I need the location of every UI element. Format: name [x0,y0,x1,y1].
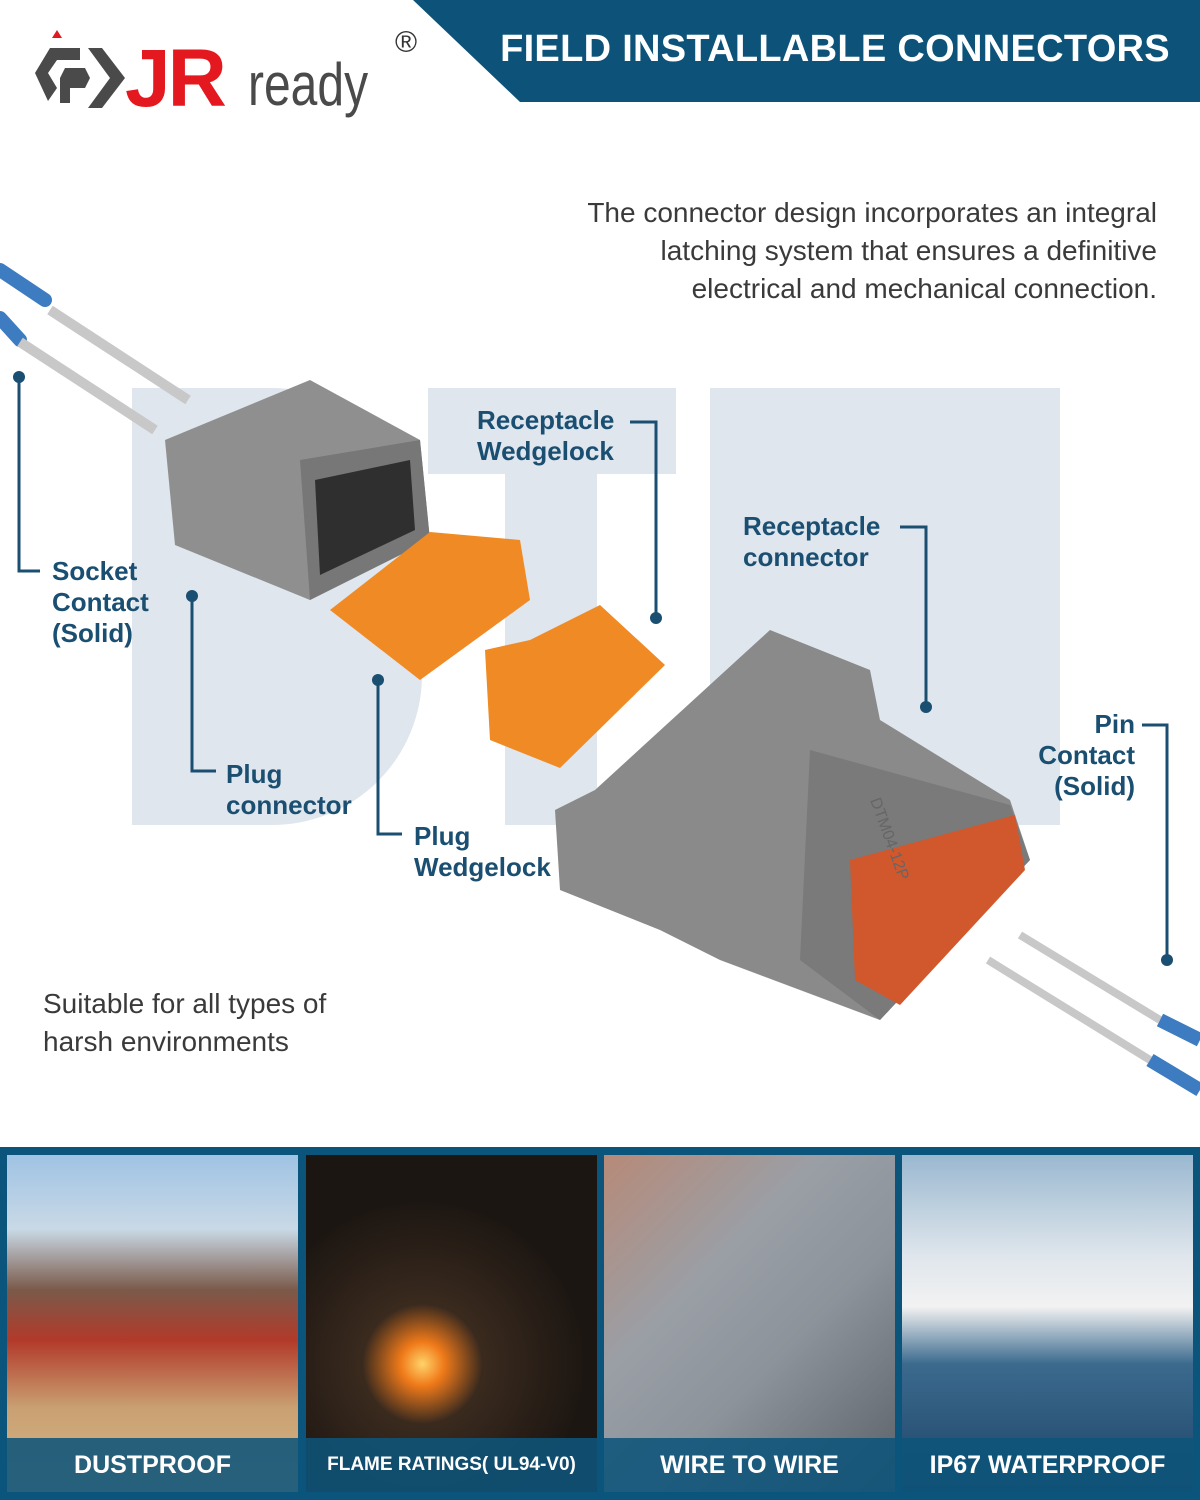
feature-panel-flame-rating: FLAME RATINGS( UL94-V0) [306,1155,597,1492]
brand-logo: JR ready ® [30,26,430,128]
label-receptacle-wedgelock: Receptacle Wedgelock [477,405,615,466]
plug-wedgelock [330,532,530,680]
logo-text-jr: JR [125,33,227,124]
label-receptacle-connector: Receptacle connector [743,511,881,572]
socket-contacts [0,263,191,435]
description: The connector design incorporates an int… [457,194,1157,308]
label-plug-wedgelock: Plug Wedgelock [414,821,551,882]
feature-label: IP67 WATERPROOF [902,1438,1193,1492]
registered-mark: ® [395,26,418,59]
banner-title: FIELD INSTALLABLE CONNECTORS [500,28,1170,70]
label-socket-contact: Socket Contact (Solid) [52,556,149,648]
leader-dots [13,371,1173,966]
label-pin-contact: Pin Contact (Solid) [1038,709,1135,801]
plug-connector [165,380,430,600]
feature-panel-dustproof: DUSTPROOF [7,1155,298,1492]
description-line: The connector design incorporates an int… [587,197,1157,228]
feature-label: FLAME RATINGS( UL94-V0) [306,1438,597,1492]
feature-panel-waterproof: IP67 WATERPROOF [902,1155,1193,1492]
logo-mark-icon [35,30,125,108]
description-line: latching system that ensures a definitiv… [660,235,1157,266]
description-line: electrical and mechanical connection. [691,273,1157,304]
receptacle-connector: DTM04-12P [555,630,1030,1020]
logo-text-ready: ready [248,51,369,118]
connector-illustration: DTM04-12P [0,263,1200,1097]
feature-label: WIRE TO WIRE [604,1438,895,1492]
pin-contacts [985,931,1200,1097]
feature-panel-wire-to-wire: WIRE TO WIRE [604,1155,895,1492]
leader-lines [17,377,1169,960]
label-plug-connector: Plug connector [226,759,352,820]
header-banner [413,0,1200,102]
receptacle-wedgelock [485,605,665,768]
feature-label: DUSTPROOF [7,1438,298,1492]
suitability-text: Suitable for all types of harsh environm… [43,988,327,1057]
